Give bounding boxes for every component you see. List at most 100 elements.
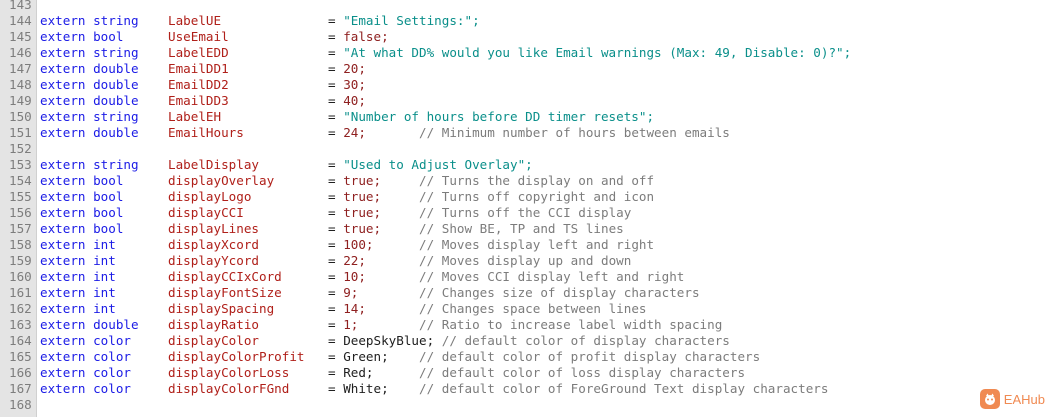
value-literal: true; [343,173,420,188]
value-literal: "At what DD% would you like Email warnin… [343,45,852,60]
code-comment: // Turns off copyright and icon [419,189,655,204]
line-number: 146 [9,45,32,60]
variable-name: EmailDD3 [168,93,229,108]
value-literal: "Email Settings:"; [343,13,480,28]
type-keyword: extern double [40,93,139,108]
value-literal: 40; [343,93,366,108]
line-number: 157 [9,221,32,236]
line-number: 148 [9,77,32,92]
assign-operator: = [328,13,336,28]
type-keyword: extern int [40,301,116,316]
variable-name: displayColorProfit [168,349,305,364]
code-line[interactable]: 143 [0,0,1061,13]
code-comment: // Ratio to increase label width spacing [419,317,723,332]
variable-name: displayCCI [168,205,244,220]
value-literal: "Number of hours before DD timer resets"… [343,109,655,124]
assign-operator: = [328,365,336,380]
assign-operator: = [328,157,336,172]
variable-name: LabelEDD [168,45,229,60]
type-keyword: extern string [40,45,139,60]
variable-name: LabelUE [168,13,222,28]
type-keyword: extern string [40,13,139,28]
eahub-watermark: EAHub [979,389,1045,409]
line-number: 156 [9,205,32,220]
value-literal: 20; [343,61,366,76]
variable-name: displayColorLoss [168,365,290,380]
line-number: 166 [9,365,32,380]
variable-name: displayLogo [168,189,252,204]
type-keyword: extern color [40,333,131,348]
type-keyword: extern int [40,285,116,300]
assign-operator: = [328,333,336,348]
assign-operator: = [328,237,336,252]
assign-operator: = [328,381,336,396]
line-number: 147 [9,61,32,76]
type-keyword: extern string [40,109,139,124]
line-number: 161 [9,285,32,300]
value-literal: 100; [343,237,420,252]
line-number: 155 [9,189,32,204]
line-number: 153 [9,157,32,172]
code-line[interactable]: 168 [0,397,1061,413]
variable-name: displayRatio [168,317,259,332]
code-comment: // Moves CCI display left and right [419,269,685,284]
line-number: 152 [9,141,32,156]
assign-operator: = [328,77,336,92]
variable-name: EmailHours [168,125,244,140]
code-line[interactable]: 152 [0,141,1061,157]
code-comment: // Show BE, TP and TS lines [419,221,624,236]
line-number: 168 [9,397,32,412]
assign-operator: = [328,221,336,236]
value-literal: 22; [343,253,420,268]
value-literal: 24; [343,125,420,140]
variable-name: displayYcord [168,253,259,268]
line-number: 158 [9,237,32,252]
line-number: 150 [9,109,32,124]
value-literal: 1; [343,317,420,332]
type-keyword: extern bool [40,173,124,188]
assign-operator: = [328,109,336,124]
value-literal: true; [343,221,420,236]
type-keyword: extern int [40,269,116,284]
code-comment: // default color of loss display charact… [419,365,746,380]
type-keyword: extern string [40,157,139,172]
line-number: 163 [9,317,32,332]
variable-name: displaySpacing [168,301,275,316]
